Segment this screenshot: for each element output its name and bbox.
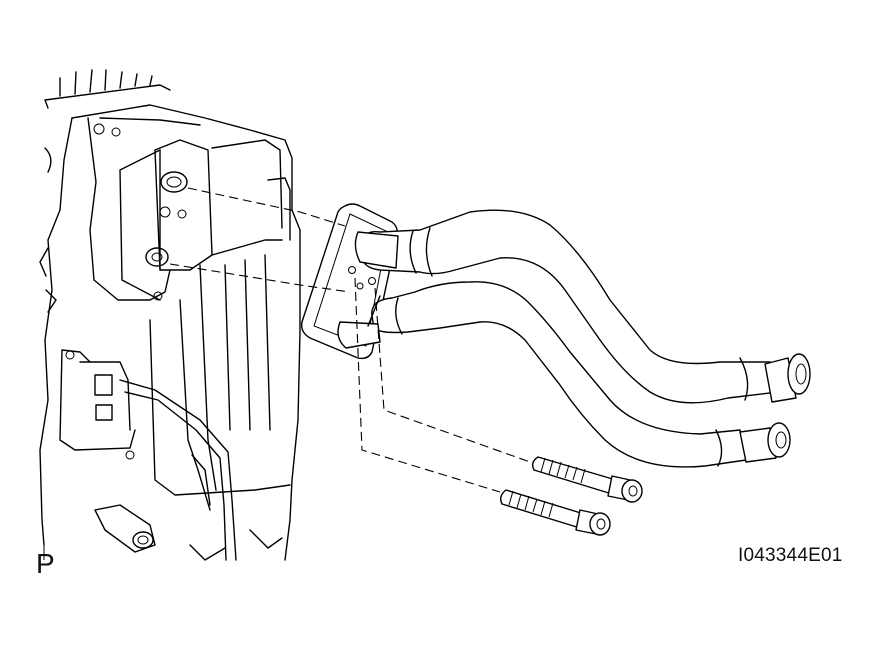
heater-core-pipe-assembly — [337, 209, 811, 468]
mounting-bolt-upper — [531, 456, 643, 503]
figure-code-label: I043344E01 — [738, 545, 843, 566]
heater-unit-housing — [39, 69, 301, 561]
alignment-lines — [169, 187, 531, 493]
mounting-bolt-lower — [499, 489, 611, 536]
view-direction-label: P — [36, 548, 55, 579]
